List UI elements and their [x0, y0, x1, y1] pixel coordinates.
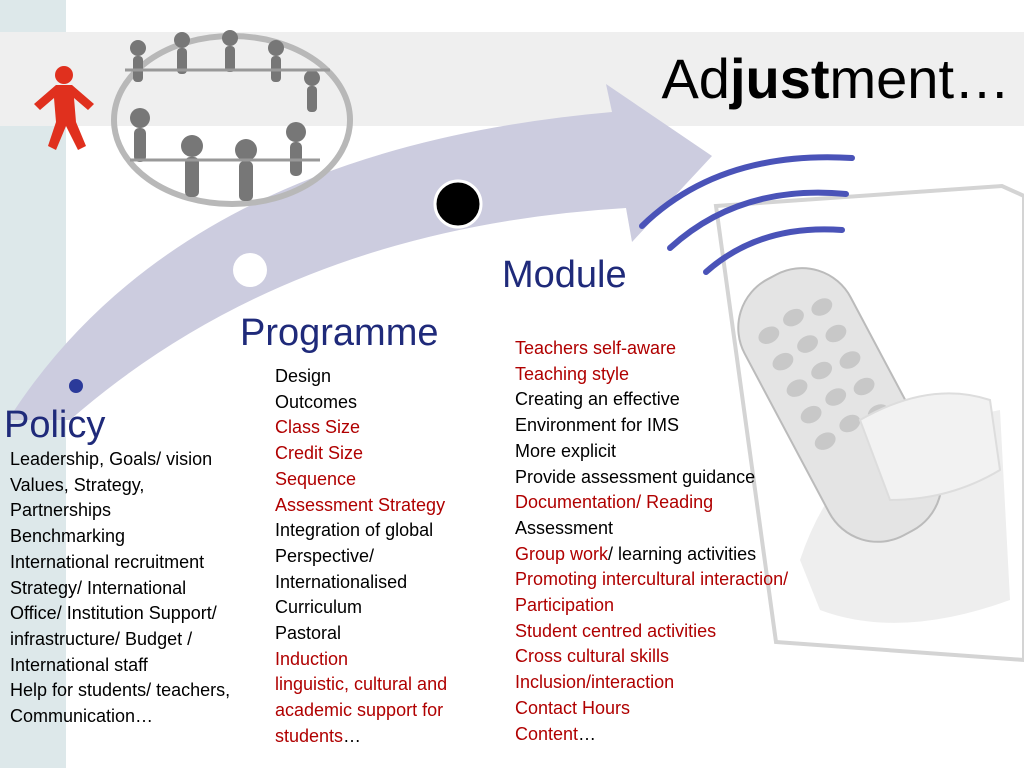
module-item-text: Creating an effective — [515, 389, 680, 410]
module-dot — [433, 179, 483, 229]
programme-item-text: Assessment Strategy — [275, 494, 446, 515]
programme-item-text: Credit Size — [275, 443, 364, 464]
programme-item-text: Pastoral — [275, 623, 342, 644]
module-item-text: Inclusion/interaction — [515, 672, 675, 693]
programme-item: students… — [275, 724, 447, 750]
module-item-text: More explicit — [515, 440, 617, 461]
stage-label-policy: Policy — [4, 404, 106, 446]
programme-item: Assessment Strategy — [275, 493, 447, 519]
module-item: Environment for IMS — [515, 413, 788, 439]
module-item-text: Teaching style — [515, 363, 630, 384]
programme-item: Design — [275, 364, 447, 390]
policy-dot — [69, 379, 83, 393]
module-item: Assessment — [515, 516, 788, 542]
progress-arrow — [8, 84, 712, 420]
module-item-text: Promoting intercultural interaction/ — [515, 569, 789, 590]
programme-item-text: Internationalised — [275, 571, 408, 592]
module-item: Inclusion/interaction — [515, 670, 788, 696]
module-item-text: Teachers self-aware — [515, 338, 677, 358]
stage-label-programme: Programme — [240, 312, 439, 354]
title-prefix: Ad — [661, 47, 730, 110]
module-item: Documentation/ Reading — [515, 490, 788, 516]
module-item: Participation — [515, 593, 788, 619]
policy-item: International recruitment — [10, 551, 205, 572]
programme-dot — [233, 253, 267, 287]
programme-item-text: Curriculum — [275, 597, 363, 618]
programme-item-text: Outcomes — [275, 391, 358, 412]
programme-item: Outcomes — [275, 390, 447, 416]
module-item: Teaching style — [515, 362, 788, 388]
programme-item: Perspective/ — [275, 544, 447, 570]
policy-item: Office/ Institution Support/ — [10, 603, 217, 624]
policy-item: Help for students/ teachers, — [10, 680, 231, 701]
module-item-text: Assessment — [515, 517, 614, 538]
programme-item-text: academic support for — [275, 700, 444, 721]
people-ring-icon — [111, 30, 353, 207]
programme-item: Induction — [275, 647, 447, 673]
remote-hand-image — [713, 183, 1024, 663]
module-item-text: … — [578, 723, 597, 744]
module-item: More explicit — [515, 439, 788, 465]
signal-waves-icon — [639, 154, 855, 275]
policy-item: Partnerships — [10, 500, 112, 521]
programme-item-text: linguistic, cultural and — [275, 674, 448, 695]
title-suffix: ment… — [829, 47, 1011, 110]
policy-item: International staff — [10, 654, 148, 675]
policy-item: Strategy/ International — [10, 577, 187, 598]
stage-label-module: Module — [502, 254, 627, 296]
programme-item: Class Size — [275, 415, 447, 441]
programme-item: Pastoral — [275, 621, 447, 647]
module-item: Teachers self-aware — [515, 336, 788, 362]
policy-item: Benchmarking — [10, 526, 126, 547]
title-bold: just — [729, 47, 830, 110]
policy-item: Values, Strategy, — [10, 474, 145, 495]
module-item-text: / learning activities — [608, 543, 757, 564]
programme-item-text: students — [275, 725, 344, 746]
programme-item-text: Integration of global — [275, 520, 434, 541]
red-person-icon — [34, 66, 94, 150]
module-item: Promoting intercultural interaction/ — [515, 567, 788, 593]
programme-item-text: Design — [275, 366, 332, 386]
module-item: Student centred activities — [515, 619, 788, 645]
programme-item-text: Induction — [275, 648, 349, 669]
module-item-text: Student centred activities — [515, 620, 717, 641]
module-item: Provide assessment guidance — [515, 465, 788, 491]
policy-item: Leadership, Goals/ vision — [10, 449, 213, 469]
module-item-text: Cross cultural skills — [515, 646, 670, 667]
module-item-text: Participation — [515, 595, 615, 616]
programme-item: Credit Size — [275, 441, 447, 467]
programme-item: Integration of global — [275, 518, 447, 544]
programme-item: academic support for — [275, 698, 447, 724]
module-item: Creating an effective — [515, 387, 788, 413]
programme-item: Curriculum — [275, 595, 447, 621]
module-item: Group work/ learning activities — [515, 542, 788, 568]
module-item: Contact Hours — [515, 696, 788, 722]
module-item-text: Group work — [515, 543, 609, 564]
module-item-text: Provide assessment guidance — [515, 466, 756, 487]
module-item: Cross cultural skills — [515, 644, 788, 670]
programme-item-text: … — [343, 725, 362, 746]
programme-item-text: Class Size — [275, 417, 361, 438]
policy-item: Communication… — [10, 706, 154, 727]
programme-item-text: Sequence — [275, 468, 357, 489]
module-item: Content… — [515, 722, 788, 748]
module-item-text: Environment for IMS — [515, 415, 680, 436]
programme-item: linguistic, cultural and — [275, 672, 447, 698]
programme-item: Sequence — [275, 467, 447, 493]
programme-item: Internationalised — [275, 570, 447, 596]
programme-item-text: Perspective/ — [275, 545, 375, 566]
module-item-text: Documentation/ Reading — [515, 492, 714, 513]
policy-item: infrastructure/ Budget / — [10, 628, 193, 649]
module-item-text: Contact Hours — [515, 697, 631, 718]
slide-title: Adjustment… — [661, 44, 1010, 114]
module-item-text: Content — [515, 723, 579, 744]
